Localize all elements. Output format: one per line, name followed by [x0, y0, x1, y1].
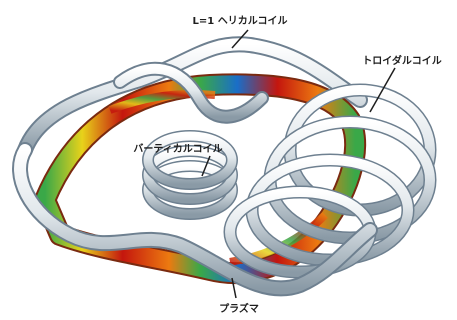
- helical-coil-label: L=1 ヘリカルコイル: [193, 15, 288, 27]
- toroidal-coil-label: トロイダルコイル: [362, 54, 441, 67]
- vertical-coil-label: バーティカルコイル: [133, 143, 222, 155]
- plasma-label: プラズマ: [219, 302, 259, 315]
- toroidal-coil: [230, 90, 430, 272]
